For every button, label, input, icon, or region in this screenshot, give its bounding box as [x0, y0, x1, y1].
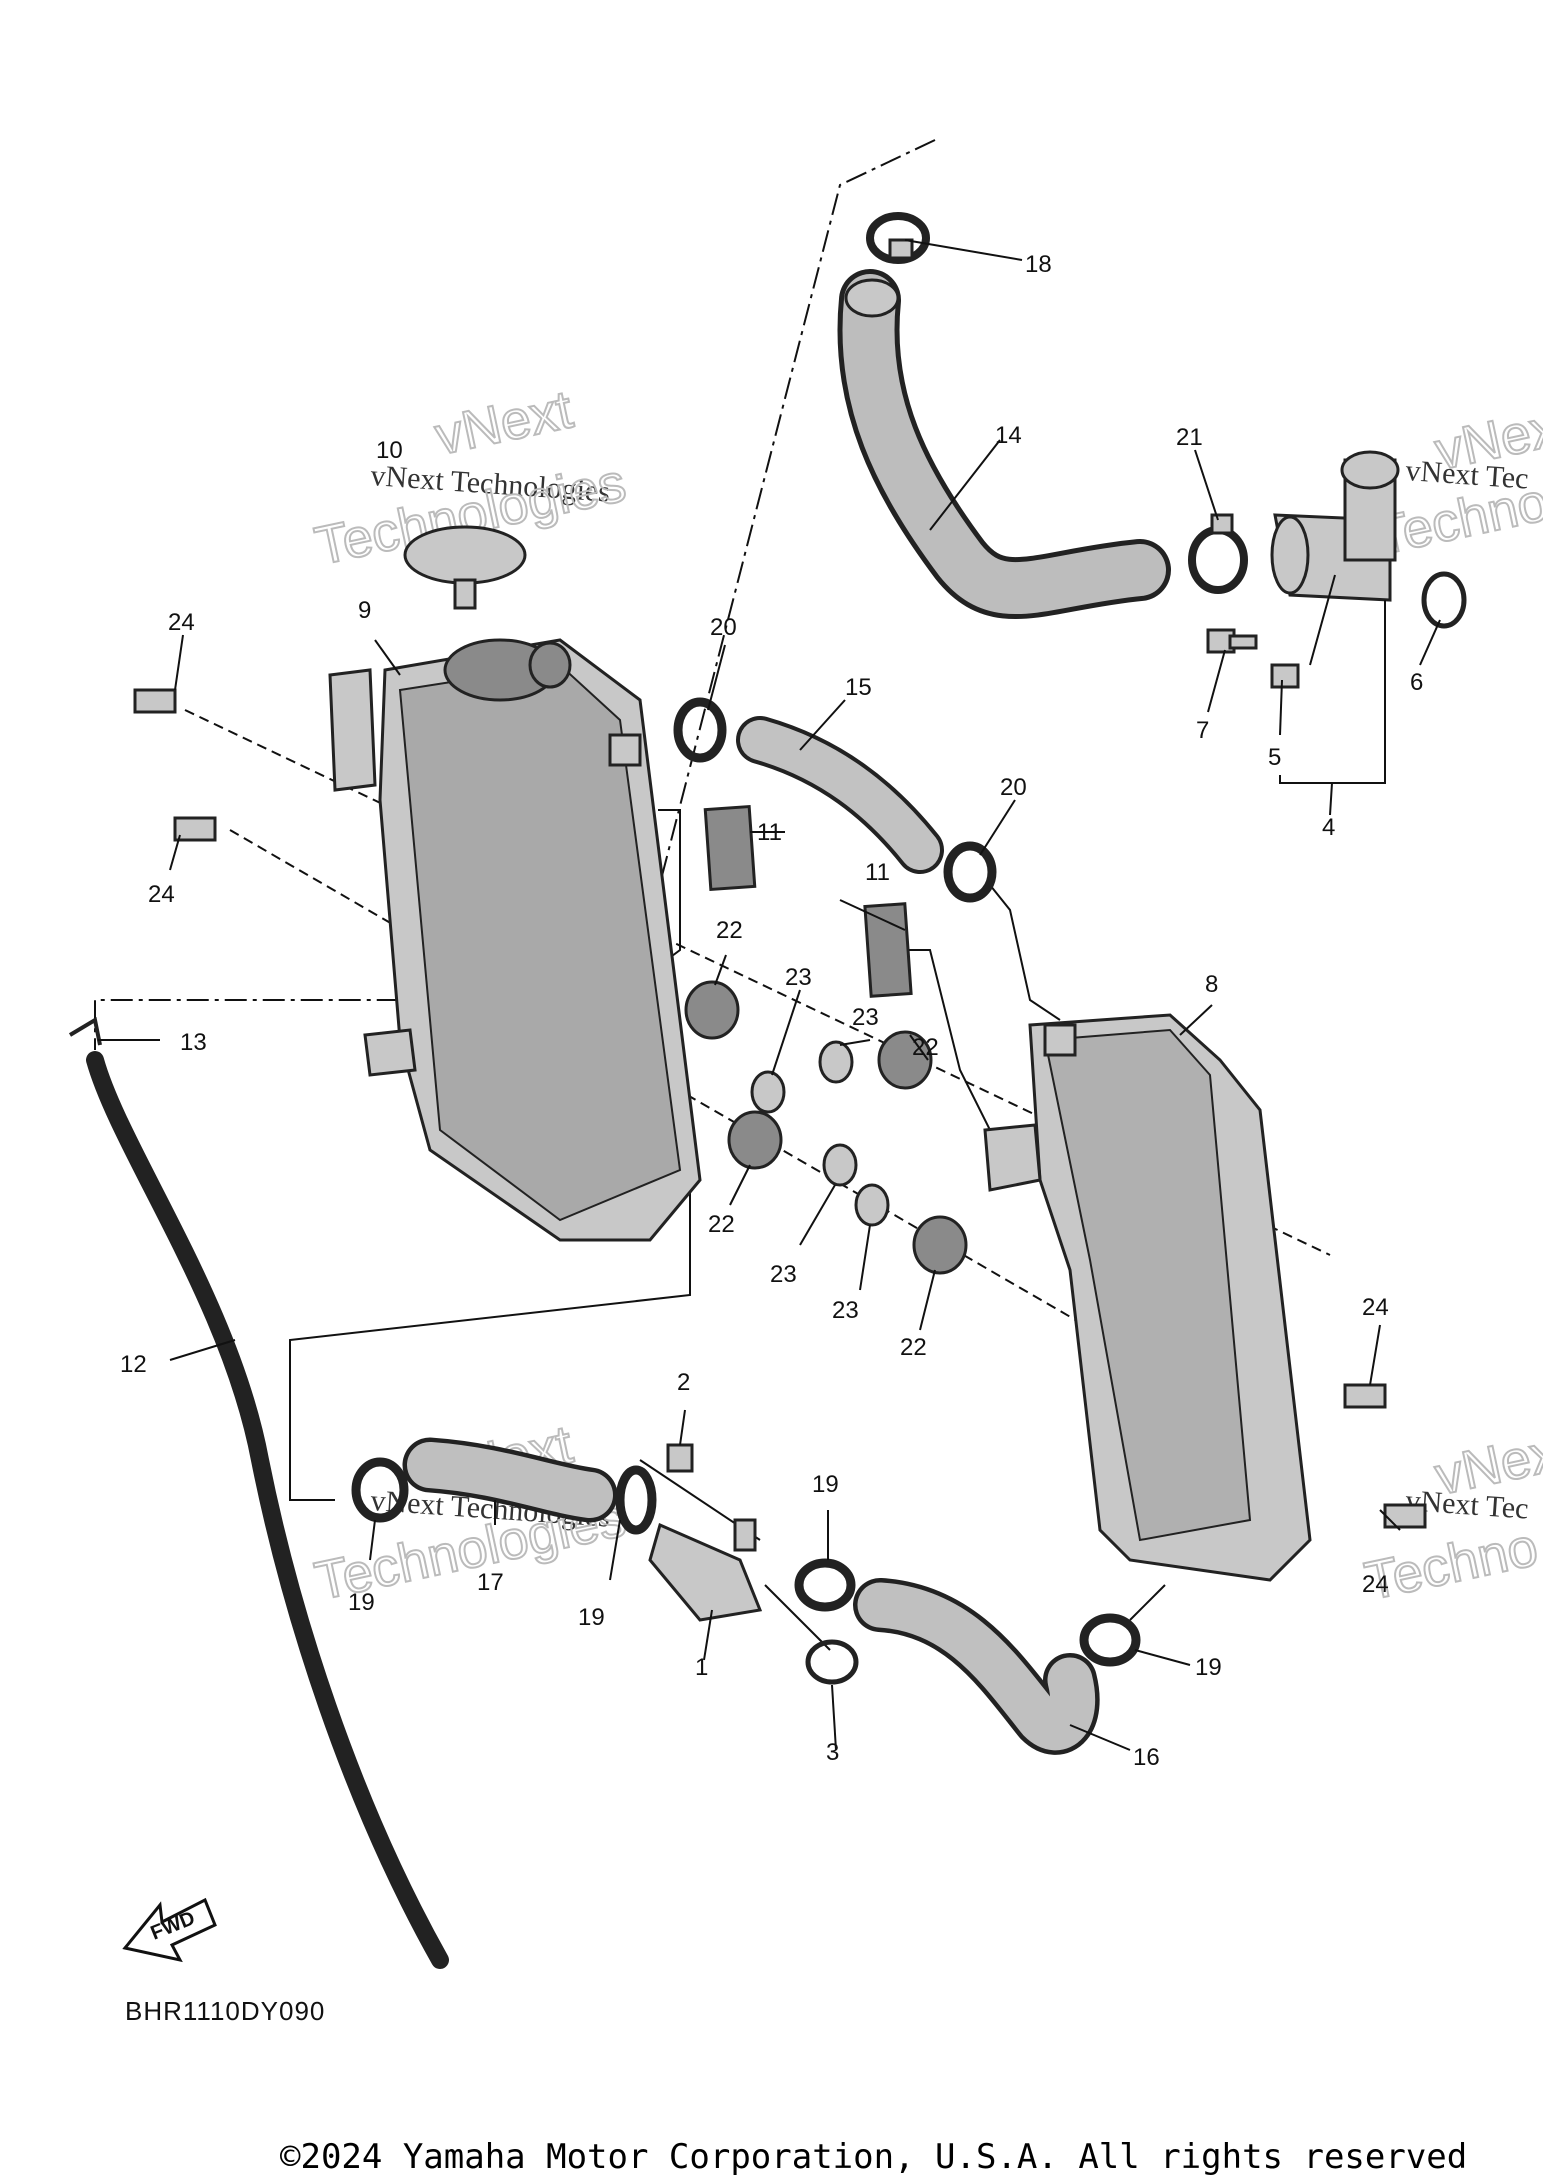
callout-20-upper: 20: [710, 614, 737, 641]
callout-22-d: 22: [900, 1334, 927, 1361]
callout-leaders: [98, 239, 1441, 1751]
hose-clamp-19-c: [794, 1558, 856, 1612]
hose-clamp-20-upper: [673, 697, 727, 763]
callout-23-d: 23: [832, 1297, 859, 1324]
hose-17: [402, 1437, 618, 1523]
callout-1: 1: [695, 1654, 708, 1681]
lower-radiator-hose: [853, 1578, 1100, 1755]
callout-19-a: 19: [348, 1589, 375, 1616]
collars-23: [750, 1040, 890, 1227]
callout-6: 6: [1410, 669, 1423, 696]
water-joint: [648, 1518, 763, 1622]
callout-24-c: 24: [1362, 1294, 1389, 1321]
callout-11-right: 11: [865, 859, 890, 886]
callout-15: 15: [845, 674, 872, 701]
copyright-notice: ©2024 Yamaha Motor Corporation, U.S.A. A…: [280, 2137, 1467, 2176]
callout-20-lower: 20: [1000, 774, 1027, 801]
hose-clamp-21: [1188, 513, 1248, 594]
callout-4: 4: [1322, 814, 1335, 841]
callout-11-left: 11: [757, 819, 782, 846]
bolt-7: [1206, 628, 1258, 654]
callout-3: 3: [826, 1739, 839, 1766]
callout-8: 8: [1205, 971, 1218, 998]
callout-numbers: 1 2 3 4 5 6 7 8 9 10 11 11 12 13 14 15 1…: [120, 251, 1423, 1771]
callout-22-a: 22: [716, 917, 743, 944]
fwd-arrow-icon: FWD: [122, 1897, 217, 1963]
callout-24-d: 24: [1362, 1571, 1389, 1598]
callout-10: 10: [376, 437, 403, 464]
callout-23-b: 23: [852, 1004, 879, 1031]
hose-clamp-20-lower: [943, 841, 997, 903]
bolt-2: [666, 1443, 694, 1473]
clip-13: [68, 1016, 102, 1046]
o-ring-6: [1421, 571, 1467, 629]
callout-16: 16: [1133, 1744, 1160, 1771]
upper-radiator-hose: [837, 269, 1171, 619]
overflow-tube: [86, 1051, 449, 1969]
callout-5: 5: [1268, 744, 1281, 771]
callout-19-d: 19: [1195, 1654, 1222, 1681]
callout-19-c: 19: [812, 1471, 839, 1498]
o-ring-3: [805, 1639, 859, 1685]
callout-14: 14: [995, 422, 1022, 449]
callout-22-c: 22: [912, 1034, 939, 1061]
right-radiator: [983, 1013, 1312, 1582]
radiator-cap: [403, 525, 527, 610]
left-radiator: [328, 638, 702, 1242]
svg-text:vNext: vNext: [430, 379, 578, 466]
callout-24-b: 24: [148, 881, 175, 908]
hose-clamp-19-d: [1079, 1613, 1141, 1667]
callout-2: 2: [677, 1369, 690, 1396]
guard-11-right: [863, 902, 913, 998]
callout-24-a: 24: [168, 609, 195, 636]
callout-23-c: 23: [770, 1261, 797, 1288]
callout-12: 12: [120, 1351, 147, 1378]
callout-21: 21: [1176, 424, 1203, 451]
guard-11-left: [703, 804, 757, 892]
thermostat-housing: [1270, 450, 1400, 602]
hose-clamp-19-b: [615, 1465, 657, 1535]
hose-clamp-18: [866, 212, 930, 264]
callout-19-b: 19: [578, 1604, 605, 1631]
callout-18: 18: [1025, 251, 1052, 278]
callout-17: 17: [477, 1569, 504, 1596]
bolts-24: [133, 688, 1427, 1529]
callout-13: 13: [180, 1029, 207, 1056]
callout-22-b: 22: [708, 1211, 735, 1238]
callout-23-a: 23: [785, 964, 812, 991]
callout-9: 9: [358, 597, 371, 624]
bolt-5: [1270, 663, 1300, 689]
callout-7: 7: [1196, 717, 1209, 744]
hose-clamp-19-a: [351, 1457, 409, 1523]
hose-15: [736, 716, 944, 874]
diagram-code: BHR1110DY090: [125, 1996, 325, 2026]
